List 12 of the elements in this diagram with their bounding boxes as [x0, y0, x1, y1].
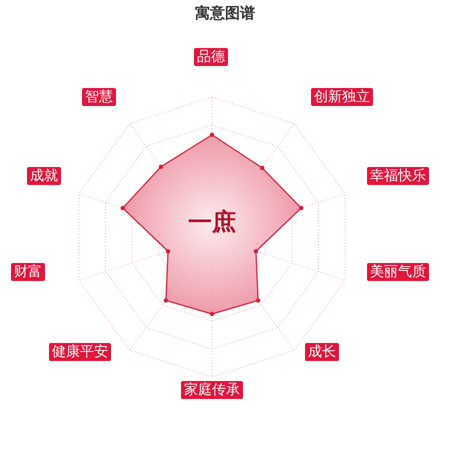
axis-label: 品德 [194, 48, 228, 66]
axis-label: 健康平安 [49, 343, 111, 361]
axis-label: 财富 [11, 263, 45, 281]
center-name: 一庶 [188, 207, 236, 238]
axis-label: 成长 [305, 343, 339, 361]
axis-label: 家庭传承 [181, 381, 243, 399]
chart-title: 寓意图谱 [195, 4, 255, 22]
axis-label: 创新独立 [311, 88, 373, 106]
axis-label: 幸福快乐 [367, 167, 429, 185]
axis-label: 成就 [27, 167, 61, 185]
axis-label: 智慧 [82, 88, 116, 106]
axis-label: 美丽气质 [367, 263, 429, 281]
